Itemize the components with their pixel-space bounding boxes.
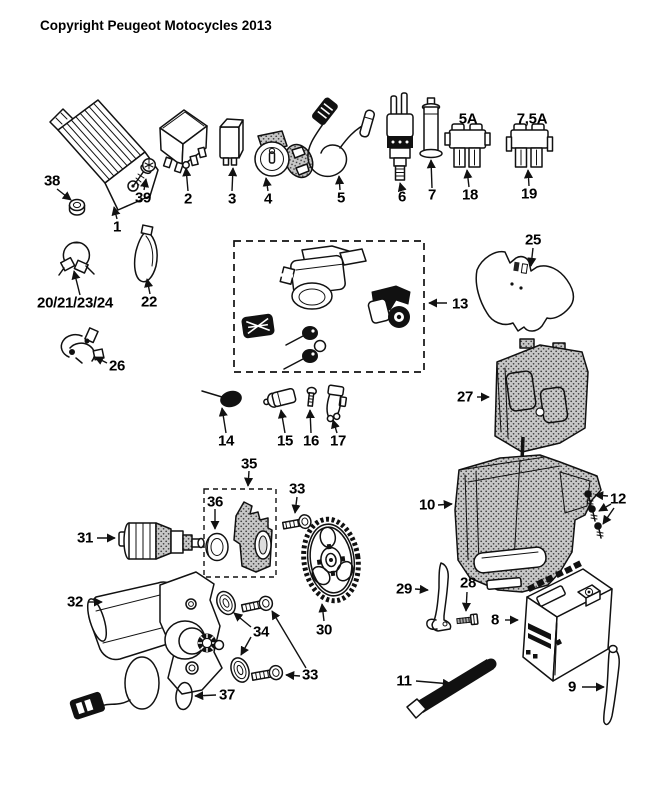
part-39-screw bbox=[133, 157, 157, 186]
part-25-bracket bbox=[475, 250, 575, 332]
part-10-battery-box bbox=[454, 454, 602, 593]
part-33-screw-b bbox=[240, 595, 274, 613]
part-12-screws bbox=[584, 490, 604, 539]
part-28-screw bbox=[456, 613, 479, 626]
part-17-clip bbox=[326, 384, 348, 423]
part-11-strap bbox=[406, 658, 497, 719]
part-8-battery bbox=[522, 560, 613, 682]
callout-arrows bbox=[56, 159, 615, 701]
part-3-relay bbox=[219, 118, 244, 166]
part-29-stay bbox=[426, 562, 452, 632]
part-32-starter-motor bbox=[69, 571, 225, 720]
part-9-strap bbox=[603, 644, 620, 726]
part-4-lock-unit bbox=[254, 130, 314, 179]
part-2-relay bbox=[159, 109, 208, 174]
part-22-cable-tie bbox=[133, 224, 158, 283]
copyright-text: Copyright Peugeot Motocycles 2013 bbox=[40, 18, 272, 33]
part-36-bushing bbox=[205, 532, 229, 562]
part-33-screw-a bbox=[281, 514, 312, 530]
part-1-regulator bbox=[49, 99, 159, 211]
part-38-nut bbox=[68, 198, 86, 216]
part-20-clamp bbox=[58, 241, 95, 276]
part-30-sprocket bbox=[301, 516, 361, 604]
part-19-fuse-7-5a bbox=[505, 123, 554, 168]
part-14-key bbox=[201, 389, 242, 408]
part-15-bulb bbox=[263, 387, 297, 408]
part-5-cable bbox=[307, 97, 375, 178]
part-27-battery-holder bbox=[494, 338, 589, 453]
part-7-condenser bbox=[419, 97, 443, 159]
part-34-washers bbox=[216, 590, 250, 683]
part-33-screw-c bbox=[250, 664, 284, 681]
part-13-ignition-kit bbox=[233, 240, 425, 373]
part-16-screw bbox=[306, 386, 317, 407]
part-35-housing-kit bbox=[203, 488, 277, 578]
part-31-bendix bbox=[118, 522, 205, 560]
part-18-fuse-5a bbox=[444, 123, 491, 168]
part-37-oring bbox=[175, 681, 193, 711]
part-6-switch bbox=[386, 92, 414, 181]
